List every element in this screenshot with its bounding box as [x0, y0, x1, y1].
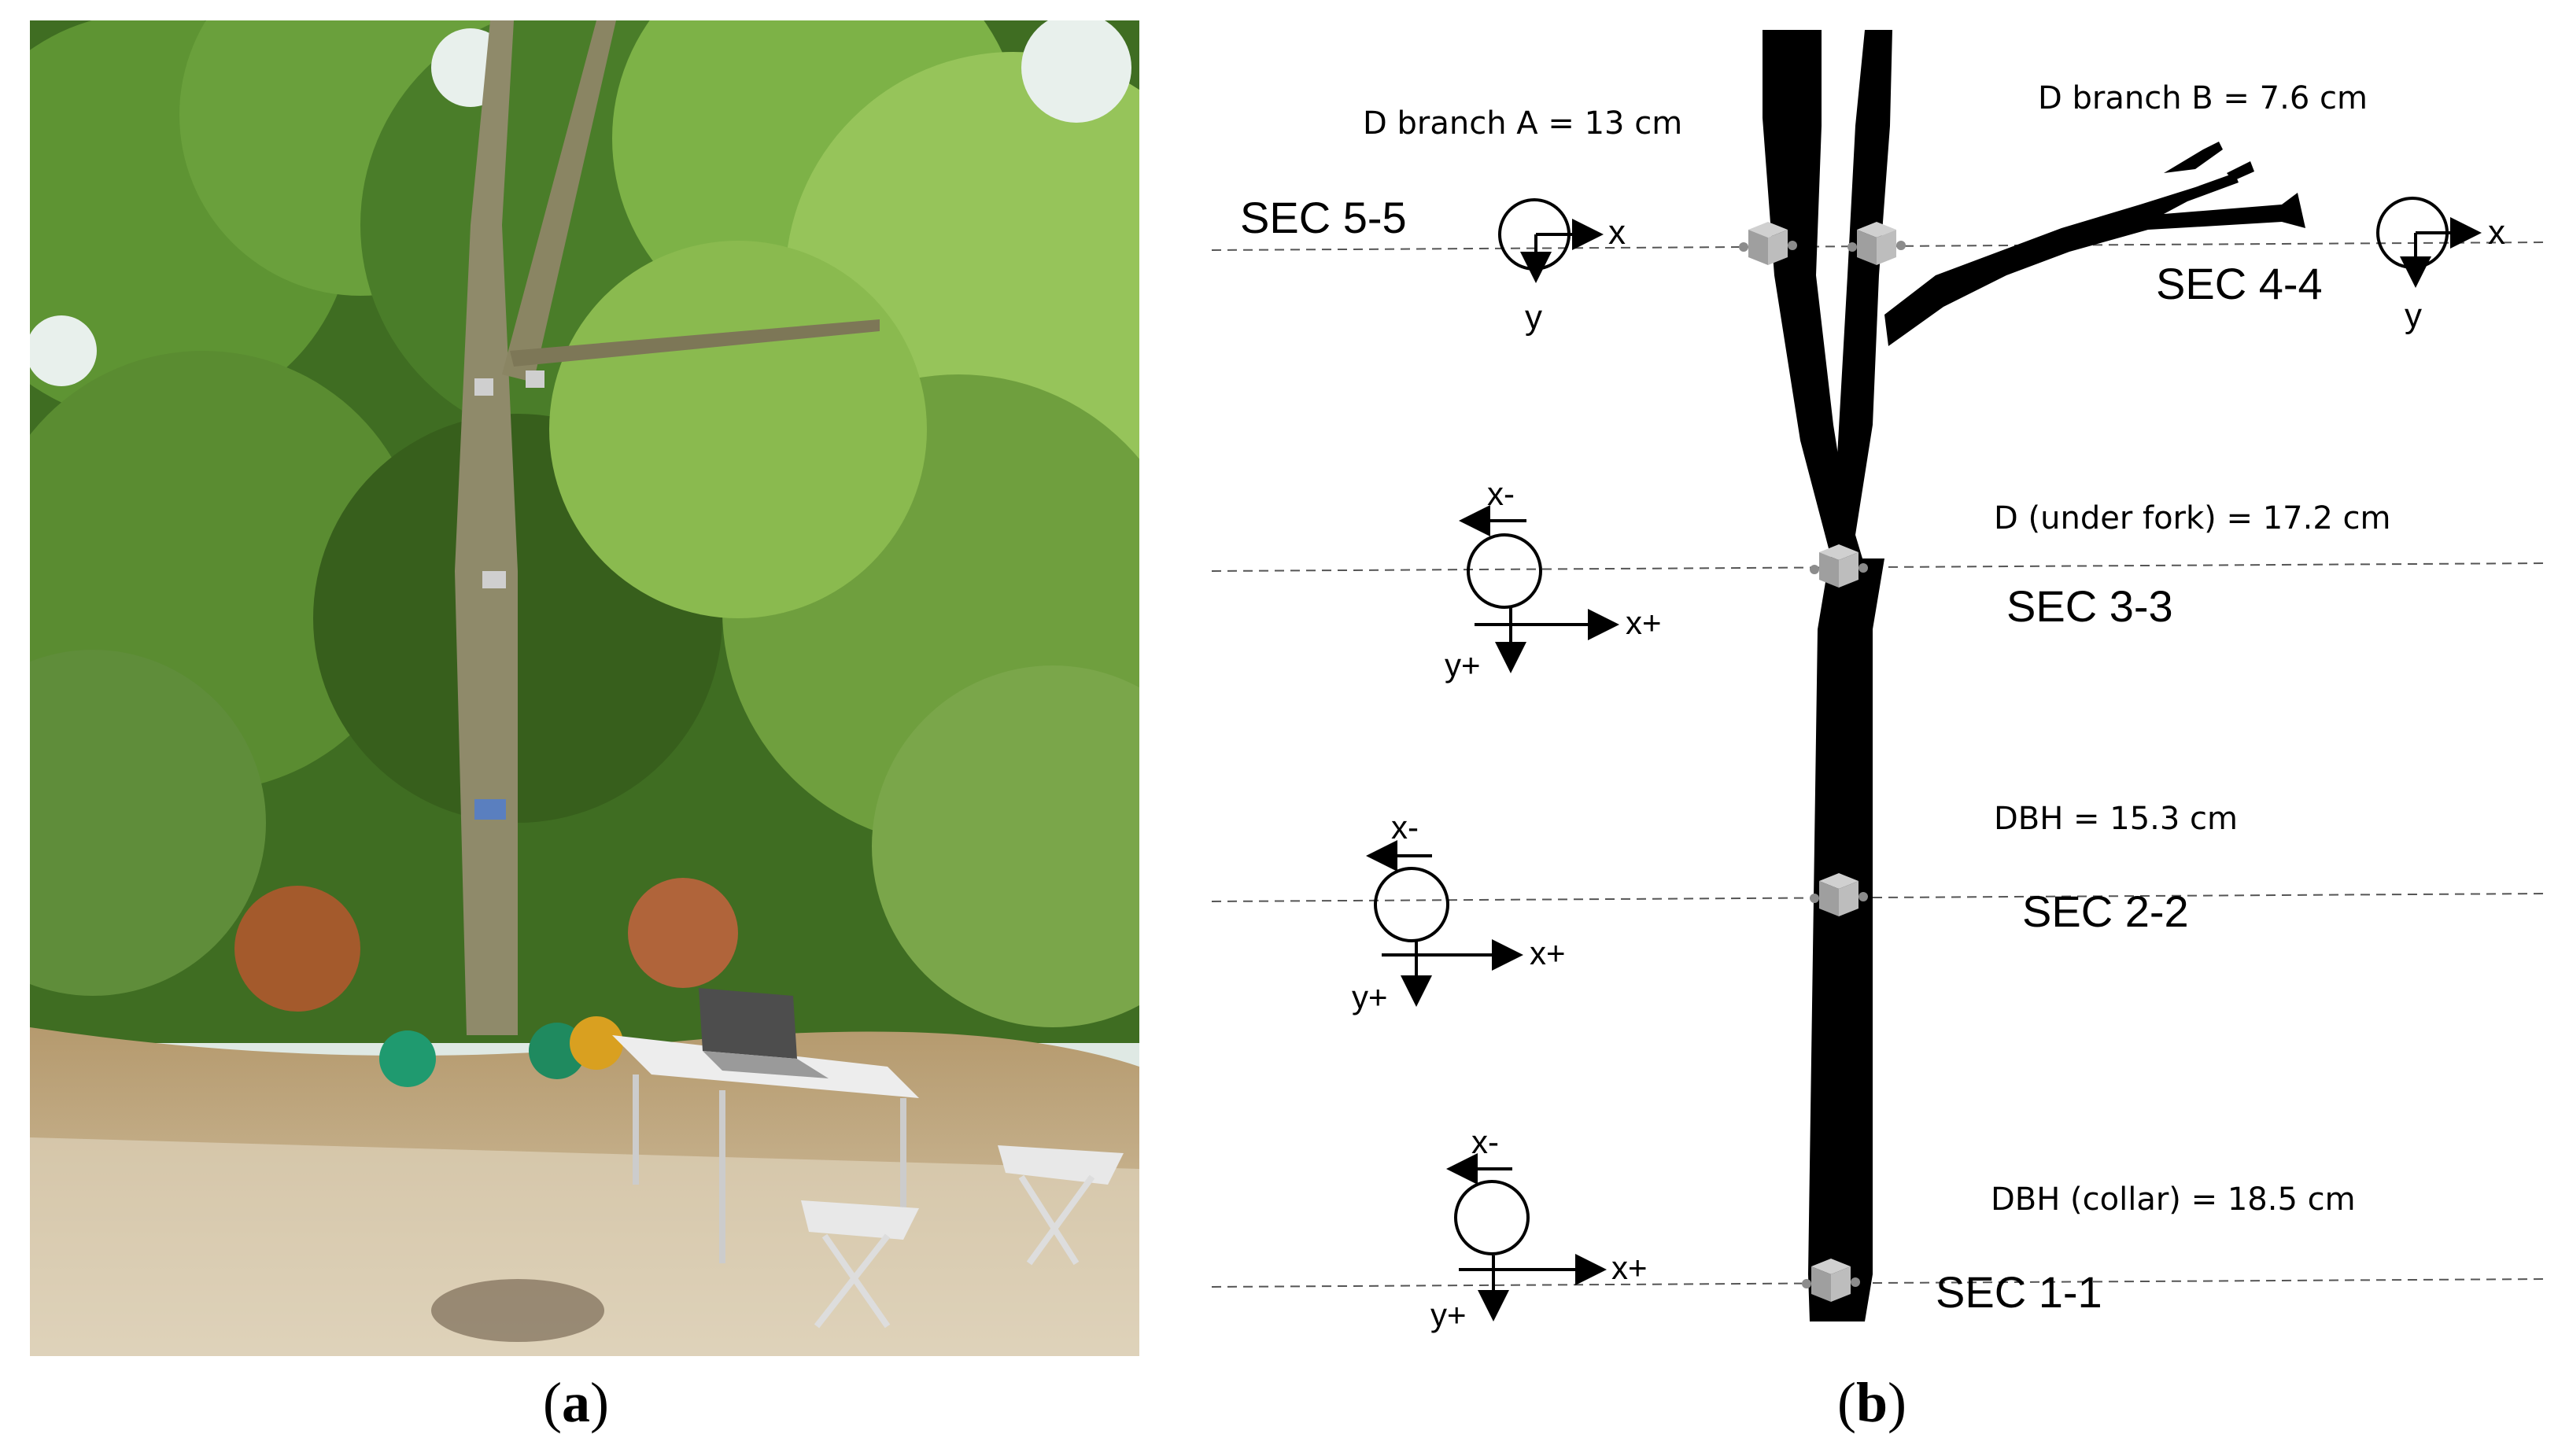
label-dbh: DBH = 15.3 cm: [1994, 801, 2238, 837]
label-collar: DBH (collar) = 18.5 cm: [1991, 1181, 2356, 1218]
section-line-1-1: [1211, 1278, 2546, 1288]
label-under-fork: D (under fork) = 17.2 cm: [1994, 500, 2390, 536]
axis-xplus-2-2: x+: [1530, 934, 1566, 971]
axis-x-4-4: x: [2488, 213, 2505, 252]
axis-xminus-2-2: x-: [1391, 809, 1419, 846]
caption-b: (b): [1837, 1371, 1907, 1434]
field-photo: [30, 20, 1139, 1356]
label-sec-2-2: SEC 2-2: [2022, 887, 2189, 936]
label-branch-b: D branch B = 7.6 cm: [2038, 80, 2368, 116]
label-sec-3-3: SEC 3-3: [2006, 581, 2173, 631]
axis-yplus-2-2: y+: [1352, 979, 1388, 1016]
axis-glyph-4-4: [2376, 197, 2482, 288]
axis-xplus-3-3: x+: [1626, 604, 1662, 641]
axis-xplus-1-1: x+: [1611, 1249, 1648, 1286]
axis-y-5-5: y: [1525, 298, 1542, 337]
label-branch-a: D branch A = 13 cm: [1363, 105, 1682, 142]
section-line-2-2: [1211, 893, 2546, 902]
axis-glyph-5-5: [1498, 198, 1604, 283]
trunk-silhouette: [1763, 30, 2305, 1321]
axis-xminus-1-1: x-: [1471, 1123, 1499, 1160]
label-sec-1-1: SEC 1-1: [1936, 1267, 2102, 1317]
axis-glyph-1-1: [1446, 1153, 1607, 1321]
axis-x-5-5: x: [1608, 213, 1626, 252]
axis-y-4-4: y: [2405, 297, 2422, 335]
label-sec-4-4: SEC 4-4: [2156, 259, 2323, 308]
axis-yplus-1-1: y+: [1430, 1296, 1467, 1333]
label-sec-5-5: SEC 5-5: [1240, 193, 1407, 242]
axis-xminus-3-3: x-: [1487, 475, 1515, 512]
axis-yplus-3-3: y+: [1445, 647, 1481, 684]
axis-glyph-2-2: [1366, 840, 1523, 1007]
axis-glyph-3-3: [1459, 505, 1619, 673]
caption-a: (a): [543, 1371, 609, 1434]
sensor-layout-diagram: D branch A = 13 cm D branch B = 7.6 cm D…: [1211, 30, 2546, 1333]
